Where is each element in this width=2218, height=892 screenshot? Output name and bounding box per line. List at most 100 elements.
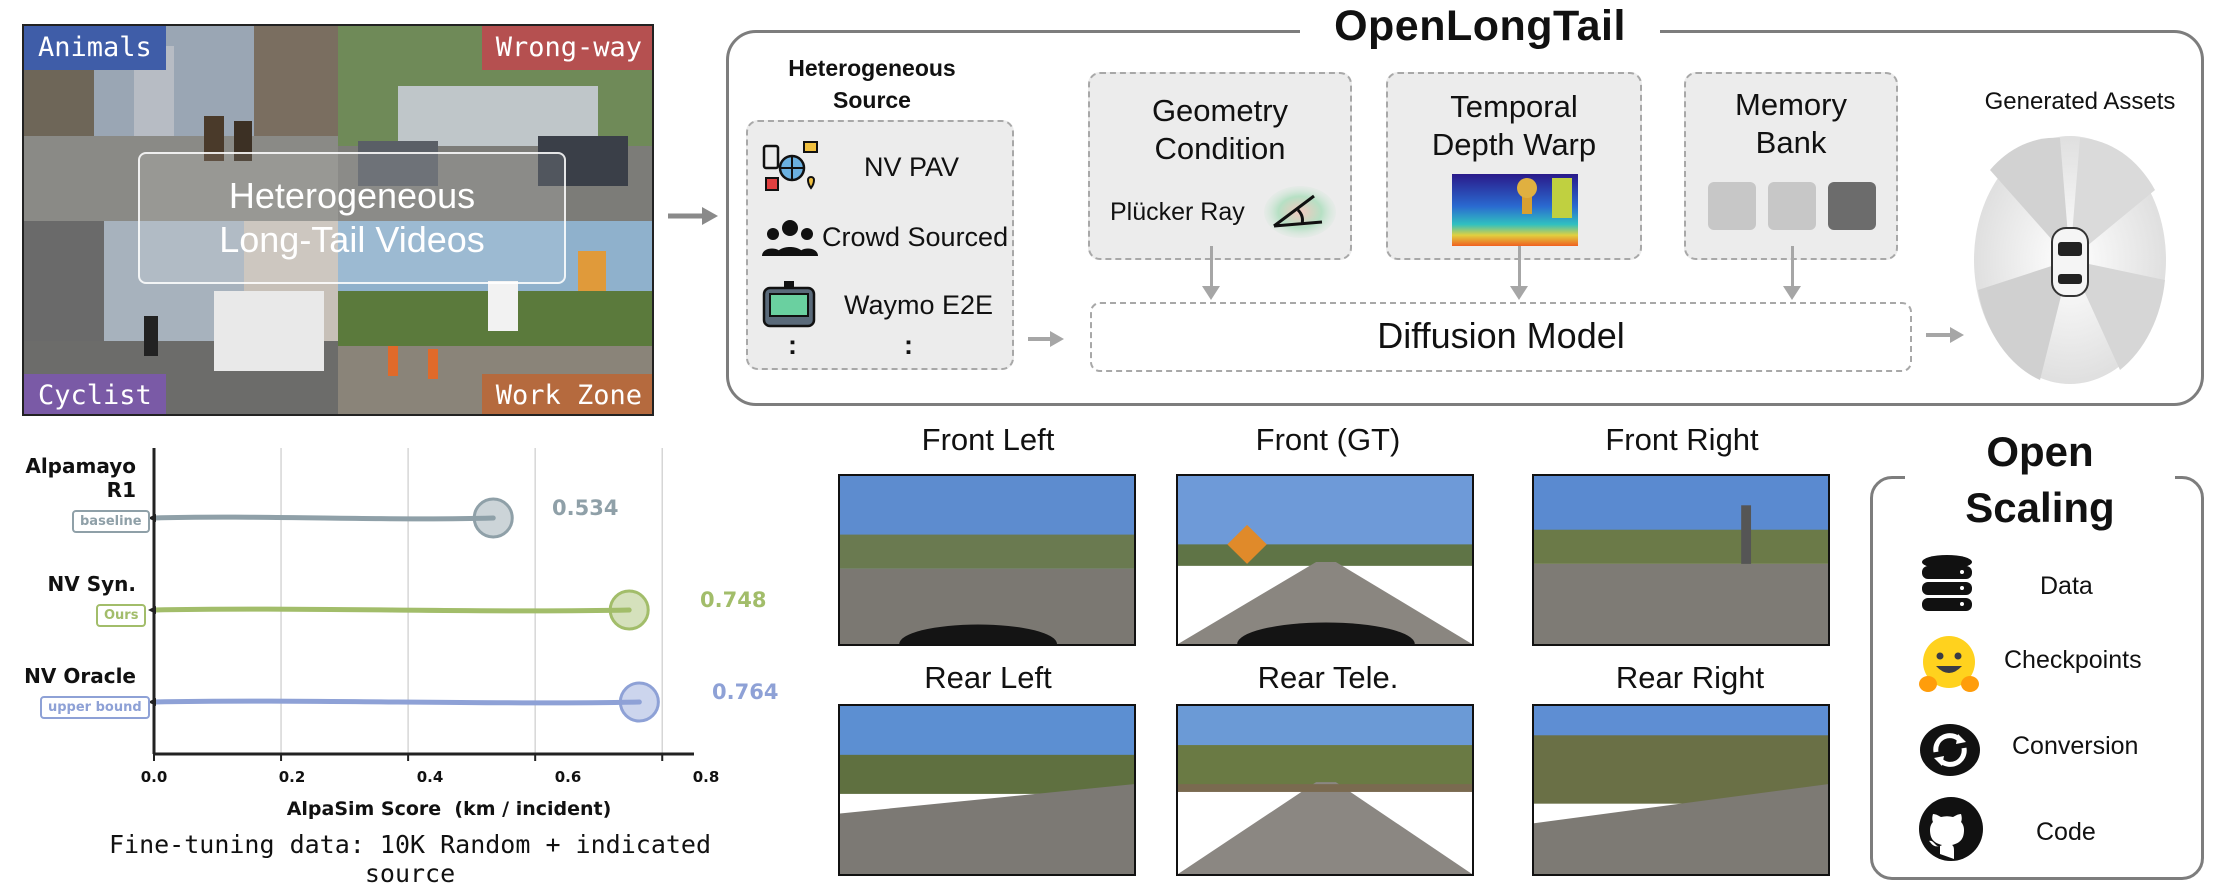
memory-bank-box: Memory Bank <box>1684 72 1898 260</box>
depth-title-line1: Temporal <box>1450 89 1578 124</box>
scaling-item-data: Data <box>2040 572 2093 600</box>
tag-wrong-way: Wrong-way <box>481 26 652 71</box>
video-tile-animals: Animals <box>24 26 338 221</box>
bar-end-point-2 <box>618 681 660 723</box>
hugging-face-icon <box>1916 632 1982 698</box>
geometry-to-diffusion-arrow <box>1202 246 1220 300</box>
arrow-to-assets-icon <box>1926 327 1964 343</box>
globe-network-icon <box>762 140 820 194</box>
arrow-to-diffusion-icon <box>1028 331 1064 347</box>
badge-upper-bound: upper bound <box>40 696 150 719</box>
alpasim-score-chart: Alpamayo R1 baseline NV Syn. Ours NV Ora… <box>0 440 790 892</box>
memory-to-diffusion-arrow <box>1783 246 1801 300</box>
crowd-icon <box>762 216 818 260</box>
cam-label-front-gt: Front (GT) <box>1255 422 1401 457</box>
bar-1 <box>151 606 632 614</box>
bar-0 <box>151 514 496 522</box>
camera-view-front-right <box>1532 474 1830 646</box>
memory-slot-icon <box>1708 182 1756 230</box>
plucker-ray-label: Plücker Ray <box>1110 198 1245 226</box>
source-title-line2: Source <box>833 87 911 113</box>
cam-label-rear-tele: Rear Tele. <box>1257 660 1399 695</box>
bar-2 <box>151 698 642 706</box>
heterogeneous-source-box: NV PAV Crowd Sourced Waymo E2E : : <box>746 120 1014 370</box>
depth-title: Temporal Depth Warp <box>1388 88 1640 164</box>
cam-label-front-right: Front Right <box>1605 422 1759 457</box>
category-label-nv-oracle: NV Oracle <box>24 664 136 688</box>
camera-view-front-gt <box>1176 474 1474 646</box>
chart-plot-area <box>148 448 694 761</box>
conversion-icon <box>1918 722 1982 778</box>
camera-view-rear-left <box>838 704 1136 876</box>
source-item-waymo-e2e: Waymo E2E <box>844 290 994 320</box>
open-scaling-title: Open Scaling <box>1905 424 2175 536</box>
category-label-alpamayo-line2: R1 <box>106 478 136 502</box>
database-icon <box>1920 554 1974 614</box>
badge-ours: Ours <box>96 604 147 627</box>
x-tick-label: 0.4 <box>416 768 444 786</box>
geometry-condition-box: Geometry Condition Plücker Ray <box>1088 72 1352 260</box>
x-tick-label: 0.8 <box>692 768 720 786</box>
cam-label-rear-left: Rear Left <box>924 660 1052 695</box>
tag-cyclist: Cyclist <box>24 373 166 414</box>
cam-label-rear-right: Rear Right <box>1615 660 1765 695</box>
collage-overlay-line2: Long-Tail Videos <box>219 219 485 260</box>
dashcam-icon <box>762 280 816 330</box>
video-tile-cyclist: Cyclist <box>24 221 338 414</box>
badge-baseline: baseline <box>72 510 150 533</box>
source-title: Heterogeneous Source <box>752 52 992 116</box>
github-icon <box>1918 796 1984 862</box>
geometry-title-line2: Condition <box>1154 131 1286 166</box>
source-ellipsis-left: : <box>788 330 797 360</box>
car-icon <box>2051 227 2089 297</box>
pipeline-title: OpenLongTail <box>1300 2 1660 54</box>
generated-assets-visual <box>1970 130 2170 390</box>
tag-animals: Animals <box>24 26 166 71</box>
bar-start-marker <box>148 606 156 614</box>
cam-label-front-left: Front Left <box>921 422 1055 457</box>
camera-view-front-left <box>838 474 1136 646</box>
value-label-nv-oracle: 0.764 <box>712 680 779 704</box>
arrow-to-pipeline-icon <box>668 207 718 225</box>
plucker-ray-icon <box>1264 182 1336 238</box>
video-tile-wrong-way: Wrong-way <box>338 26 652 221</box>
bar-end-point-0 <box>472 497 514 539</box>
bar-start-marker <box>148 698 156 706</box>
tag-work-zone: Work Zone <box>481 373 652 414</box>
memory-slot-icon <box>1768 182 1816 230</box>
memory-title-line1: Memory <box>1735 87 1847 122</box>
category-label-alpamayo-line1: Alpamayo <box>25 454 136 478</box>
camera-view-rear-tele <box>1176 704 1474 876</box>
video-tile-work-zone: Work Zone <box>338 221 652 414</box>
depth-to-diffusion-arrow <box>1510 246 1528 300</box>
source-title-line1: Heterogeneous <box>788 55 956 81</box>
scaling-item-conversion: Conversion <box>2012 732 2139 760</box>
category-label-nv-syn: NV Syn. <box>47 572 136 596</box>
geometry-title: Geometry Condition <box>1090 92 1350 168</box>
open-scaling-title-line2: Scaling <box>1965 484 2115 531</box>
long-tail-video-collage: Animals Wrong-way Cyclist <box>22 24 654 416</box>
source-item-crowd-sourced: Crowd Sourced <box>822 222 1009 252</box>
collage-overlay-caption: Heterogeneous Long-Tail Videos <box>138 152 566 284</box>
x-tick-label: 0.0 <box>140 768 168 786</box>
memory-title: Memory Bank <box>1686 86 1896 162</box>
collage-overlay-line1: Heterogeneous <box>228 175 476 216</box>
scaling-item-code: Code <box>2036 818 2096 846</box>
x-axis-label: AlpaSim Score (km / incident) <box>286 798 612 820</box>
temporal-depth-warp-box: Temporal Depth Warp <box>1386 72 1642 260</box>
bar-end-point-1 <box>608 589 650 631</box>
camera-view-rear-right <box>1532 704 1830 876</box>
depth-title-line2: Depth Warp <box>1431 127 1597 162</box>
geometry-title-line1: Geometry <box>1151 93 1289 128</box>
source-ellipsis-right: : <box>904 330 913 360</box>
x-tick-label: 0.6 <box>554 768 582 786</box>
category-label-alpamayo: Alpamayo R1 <box>0 454 136 502</box>
bar-start-marker <box>148 514 156 522</box>
scaling-item-checkpoints: Checkpoints <box>2004 646 2142 674</box>
source-item-nv-pav: NV PAV <box>864 152 960 182</box>
x-tick-label: 0.2 <box>278 768 306 786</box>
depth-map-icon <box>1452 174 1578 246</box>
open-scaling-title-line1: Open <box>1986 428 2094 475</box>
memory-slot-icon <box>1828 182 1876 230</box>
value-label-alpamayo: 0.534 <box>552 496 619 520</box>
